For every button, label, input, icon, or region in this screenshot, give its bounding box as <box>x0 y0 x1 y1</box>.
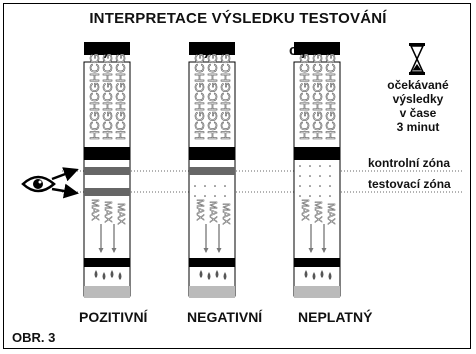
max-label: MAX <box>102 201 113 223</box>
hcg-text: HCGHCGHCG <box>310 53 325 140</box>
max-label: MAX <box>220 203 231 225</box>
hcg-text-group: HCGHCGHCG HCGHCGHCG HCGHCGHCG HCGHCGHCG … <box>87 53 339 140</box>
expected-results-note: očekávané výsledky v čase 3 minut <box>370 78 466 134</box>
strip-cap-b <box>189 42 235 55</box>
hcg-text: HCGHCGHCG <box>100 53 115 140</box>
result-label-invalid: NEPLATNÝ <box>298 309 373 325</box>
hcg-text: HCGHCGHCG <box>87 53 102 140</box>
figure-frame <box>3 3 471 349</box>
control-line-a <box>84 167 130 175</box>
eye-icon <box>21 175 56 193</box>
hcg-text: HCGHCGHCG <box>113 53 128 140</box>
hcg-text: HCGHCGHCG <box>205 53 220 140</box>
strip-cap-c <box>294 42 340 55</box>
note-line-3: v čase <box>399 106 437 120</box>
hcg-text: HCGHCGHCG <box>218 53 233 140</box>
hourglass-icon <box>409 43 425 75</box>
test-strip-c <box>293 61 341 298</box>
result-label-negative: NEGATIVNÍ <box>187 309 263 325</box>
hcg-text: HCGHCGHCG <box>297 53 312 140</box>
control-zone-label: kontrolní zóna <box>368 156 450 170</box>
figure-number: OBR. 3 <box>12 330 56 345</box>
hcg-text: HCGHCGHCG <box>192 53 207 140</box>
zone-dots <box>194 165 331 197</box>
arrow-icon <box>51 167 79 199</box>
figure-title: INTERPRETACE VÝSLEDKU TESTOVÁNÍ <box>89 10 387 27</box>
max-label: MAX <box>299 199 310 221</box>
max-label: MAX <box>207 201 218 223</box>
max-label: MAX <box>115 203 126 225</box>
test-zone-label: testovací zóna <box>368 177 451 191</box>
max-label: MAX <box>325 203 336 225</box>
flow-arrows <box>98 224 327 254</box>
note-line-2: výsledky <box>392 92 444 106</box>
strip-cap-a <box>84 42 130 55</box>
max-label: MAX <box>194 199 205 221</box>
result-label-positive: POZITIVNÍ <box>79 309 148 325</box>
max-label: MAX <box>89 199 100 221</box>
droplet-icon <box>94 270 332 280</box>
test-strip-b <box>188 61 236 298</box>
note-line-4: 3 minut <box>396 120 440 134</box>
control-line-b <box>189 167 235 175</box>
max-label: MAX <box>312 201 323 223</box>
note-line-1: očekávané <box>387 78 449 92</box>
max-text-group: MAX MAX MAX MAX MAX MAX MAX MAX MAX <box>89 199 337 226</box>
test-line-a <box>84 188 130 196</box>
test-strip-a <box>83 42 131 298</box>
hcg-text: HCGHCGHCG <box>323 53 338 140</box>
